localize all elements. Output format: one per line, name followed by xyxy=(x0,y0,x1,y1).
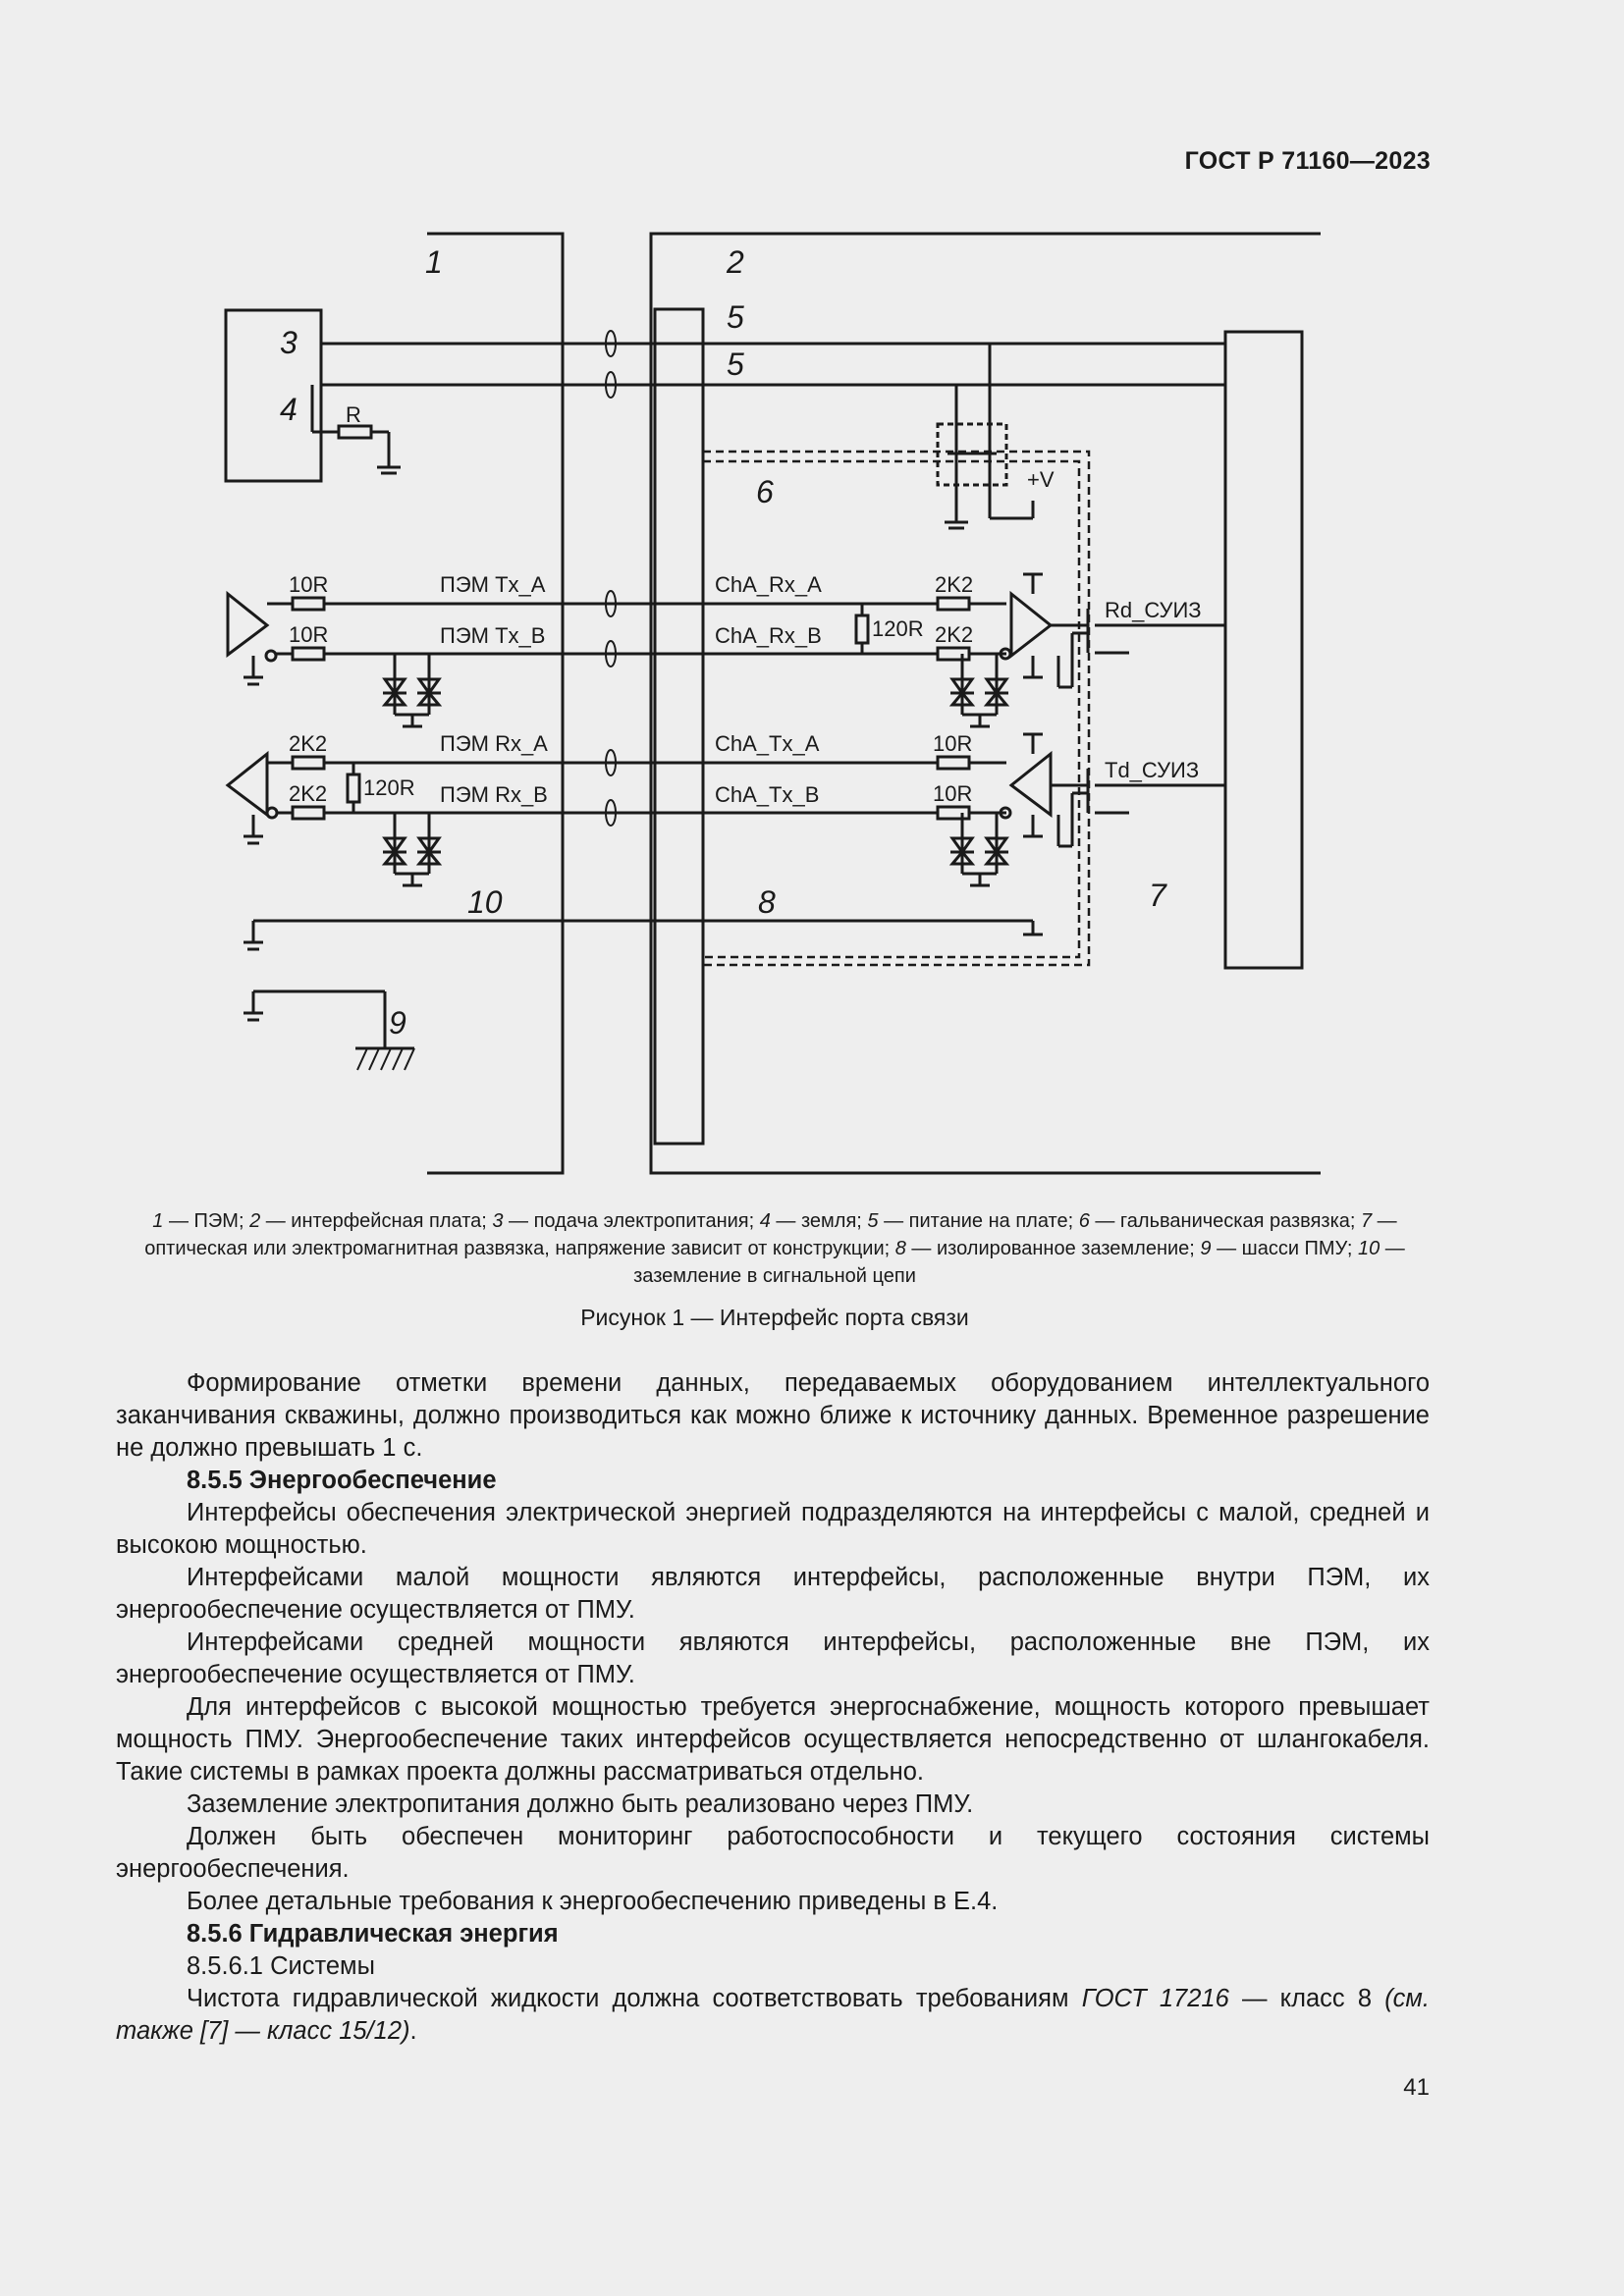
legend-item: 6 — гальваническая развязка; xyxy=(1078,1210,1361,1232)
document-standard-number: ГОСТ Р 71160—2023 xyxy=(1184,147,1431,175)
label-pem-tx-b: ПЭМ Tx_B xyxy=(440,623,545,648)
legend-item: 9 — шасси ПМУ; xyxy=(1200,1238,1358,1259)
label-8: 8 xyxy=(758,884,776,920)
label-10: 10 xyxy=(467,884,503,920)
figure-caption: Рисунок 1 — Интерфейс порта связи xyxy=(580,1305,969,1330)
label-3: 3 xyxy=(280,325,298,360)
page-number: 41 xyxy=(1403,2074,1430,2101)
label-cha-tx-b: ChA_Tx_B xyxy=(715,782,819,807)
label-4: 4 xyxy=(280,392,298,427)
label-pem-rx-b: ПЭМ Rx_B xyxy=(440,782,548,807)
paragraph: Интерфейсами средней мощности являются и… xyxy=(116,1629,1430,1688)
label-2k2-1: 2K2 xyxy=(935,572,973,597)
legend-item: 3 — подача электропитания; xyxy=(492,1210,760,1232)
legend-item: 2 — интерфейсная плата; xyxy=(249,1210,493,1232)
label-2k2-3: 2K2 xyxy=(289,731,327,756)
label-vplus: +V xyxy=(1027,467,1055,492)
label-cha-rx-b: ChA_Rx_B xyxy=(715,623,822,648)
paragraph: Заземление электропитания должно быть ре… xyxy=(187,1790,974,1818)
label-5a: 5 xyxy=(727,299,744,335)
label-6: 6 xyxy=(756,474,774,509)
reference-note: (см. также [7] — класс 15/12) xyxy=(116,1985,1430,2045)
paragraph: Формирование отметки времени данных, пер… xyxy=(116,1369,1430,1462)
label-2k2-4: 2K2 xyxy=(289,781,327,806)
label-1: 1 xyxy=(425,244,443,280)
label-5b: 5 xyxy=(727,347,744,382)
legend-item: 4 — земля; xyxy=(759,1210,868,1232)
label-pem-rx-a: ПЭМ Rx_A xyxy=(440,731,548,756)
label-cha-tx-a: ChA_Tx_A xyxy=(715,731,820,756)
label-10r-4: 10R xyxy=(933,781,972,806)
label-2k2-2: 2K2 xyxy=(935,622,973,647)
label-rd-suiz: Rd_СУИЗ xyxy=(1105,598,1202,622)
label-10r-3: 10R xyxy=(933,731,972,756)
label-td-suiz: Td_СУИЗ xyxy=(1105,758,1199,782)
legend-item: 5 — питание на плате; xyxy=(867,1210,1079,1232)
legend-item: 10 — заземление в сигнальной цепи xyxy=(633,1238,1405,1287)
label-cha-rx-a: ChA_Rx_A xyxy=(715,572,822,597)
figure-legend: 1 — ПЭМ; 2 — интерфейсная плата; 3 — под… xyxy=(116,1207,1434,1290)
paragraph: Чистота гидравлической жидкости должна с… xyxy=(116,1985,1430,2045)
section-heading: 8.5.6 Гидравлическая энергия xyxy=(187,1920,559,1948)
standard-reference: ГОСТ 17216 xyxy=(1081,1985,1229,2012)
circuit-diagram: 1 2 3 4 5 5 6 7 8 9 10 R +V 10R 10R ПЭМ … xyxy=(224,232,1321,1175)
label-r: R xyxy=(346,402,361,427)
paragraph: Более детальные требования к энергообесп… xyxy=(187,1888,999,1915)
label-10r-1: 10R xyxy=(289,572,328,597)
paragraph: Для интерфейсов с высокой мощностью треб… xyxy=(116,1693,1430,1786)
paragraph: Интерфейсы обеспечения электрической эне… xyxy=(116,1499,1430,1559)
paragraph: Интерфейсами малой мощности являются инт… xyxy=(116,1564,1430,1624)
paragraph: Должен быть обеспечен мониторинг работос… xyxy=(116,1823,1430,1883)
label-120r-2: 120R xyxy=(363,775,415,800)
label-9: 9 xyxy=(389,1005,406,1041)
label-2: 2 xyxy=(726,244,744,280)
legend-item: 8 — изолированное заземление; xyxy=(894,1238,1201,1259)
label-10r-2: 10R xyxy=(289,622,328,647)
section-heading: 8.5.5 Энергообеспечение xyxy=(187,1467,497,1494)
paragraph: 8.5.6.1 Системы xyxy=(187,1952,375,1980)
label-120r-1: 120R xyxy=(872,616,924,641)
label-7: 7 xyxy=(1149,878,1167,913)
body-text: Формирование отметки времени данных, пер… xyxy=(116,1367,1430,2048)
legend-item: 7 — оптическая или электромагнитная разв… xyxy=(144,1210,1397,1259)
legend-item: 1 — ПЭМ; xyxy=(152,1210,250,1232)
label-pem-tx-a: ПЭМ Tx_A xyxy=(440,572,546,597)
